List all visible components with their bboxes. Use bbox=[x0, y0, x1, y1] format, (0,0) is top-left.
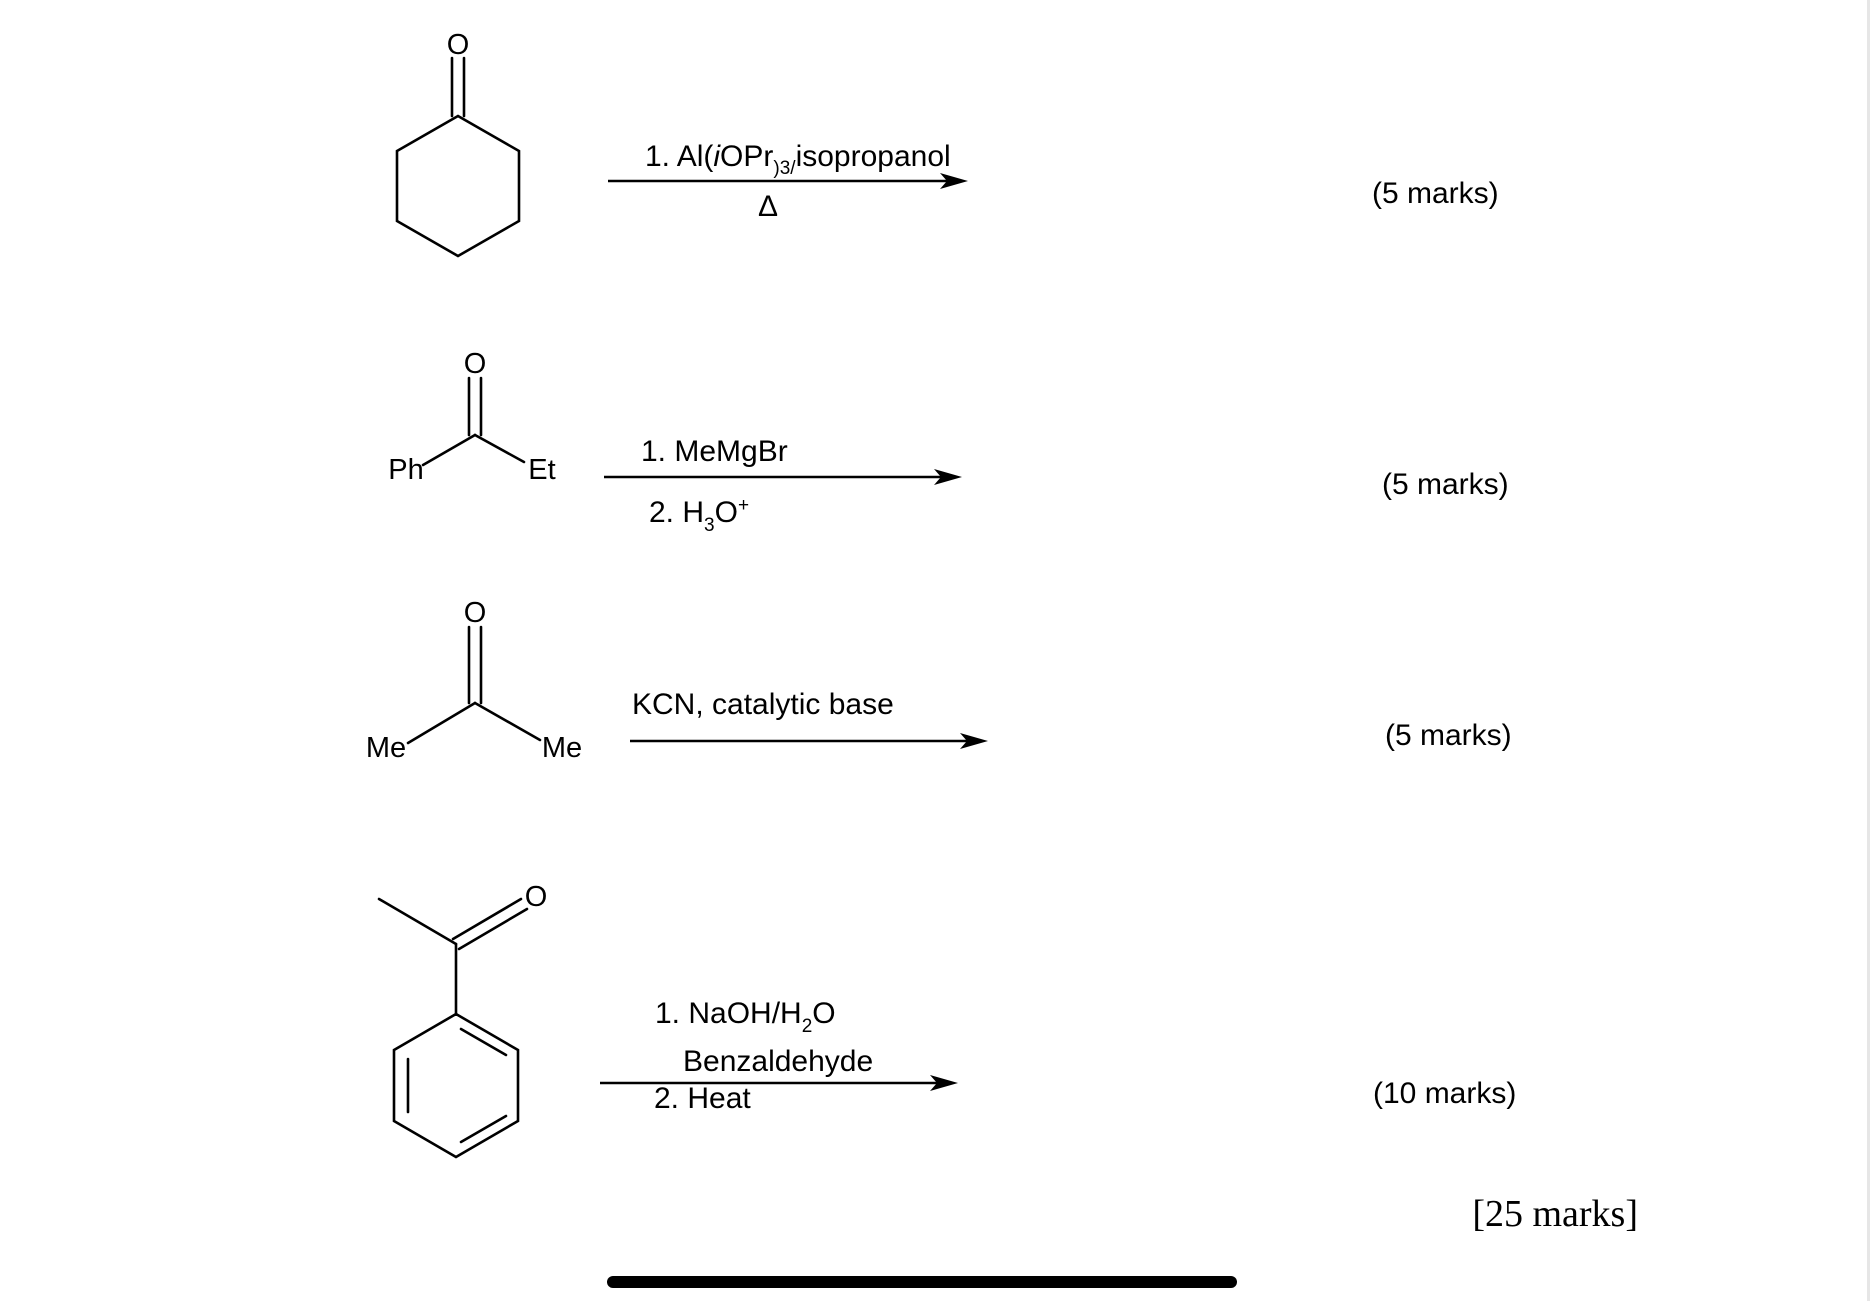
reagent-4-line-2: Benzaldehyde bbox=[683, 1045, 873, 1078]
bond-to-me-left bbox=[406, 701, 477, 745]
reaction-3-conditions: KCN, catalytic base bbox=[630, 688, 988, 749]
acetone-structure: O Me Me bbox=[366, 597, 582, 764]
benzene-inner-bond-1 bbox=[459, 1027, 508, 1057]
cyclohexanone-structure: O bbox=[395, 29, 521, 258]
marks-reaction-3: (5 marks) bbox=[1385, 719, 1512, 752]
carbonyl-bond-2 bbox=[457, 907, 529, 951]
reaction-4-conditions: 1. NaOH/H2O Benzaldehyde 2. Heat bbox=[600, 997, 958, 1115]
bond-to-et bbox=[473, 433, 526, 464]
marks-reaction-1: (5 marks) bbox=[1372, 177, 1499, 210]
marks-reaction-4: (10 marks) bbox=[1373, 1077, 1516, 1110]
benzene-ring bbox=[392, 1012, 520, 1159]
ethyl-label: Et bbox=[528, 454, 555, 486]
phenyl-label: Ph bbox=[388, 454, 423, 486]
propiophenone-structure: O Ph Et bbox=[388, 348, 555, 486]
oxygen-atom: O bbox=[525, 881, 548, 913]
arrowhead-icon bbox=[930, 1075, 958, 1091]
reagent-2-line-2: 2. H3O+ bbox=[649, 495, 749, 536]
oxygen-atom: O bbox=[447, 29, 470, 61]
reagent-1-line-1: 1. Al(iOPr)3/isopropanol bbox=[645, 140, 951, 179]
reagent-4-line-3: 2. Heat bbox=[654, 1082, 751, 1115]
home-indicator-bar[interactable] bbox=[607, 1276, 1237, 1288]
oxygen-atom: O bbox=[464, 348, 487, 380]
arrowhead-icon bbox=[940, 173, 968, 189]
total-marks: [25 marks] bbox=[1472, 1193, 1638, 1235]
cyclohexane-ring bbox=[395, 114, 521, 258]
marks-reaction-2: (5 marks) bbox=[1382, 468, 1509, 501]
bond-to-ph bbox=[421, 433, 477, 467]
heat-symbol: Δ bbox=[758, 190, 778, 223]
methyl-label-right: Me bbox=[542, 732, 582, 764]
acetophenone-structure: O bbox=[377, 881, 548, 1159]
oxygen-atom: O bbox=[464, 597, 487, 629]
benzene-inner-bond-2 bbox=[459, 1114, 508, 1144]
reaction-1-conditions: 1. Al(iOPr)3/isopropanol Δ bbox=[608, 140, 968, 223]
reagent-2-line-1: 1. MeMgBr bbox=[641, 435, 788, 468]
methyl-label-left: Me bbox=[366, 732, 406, 764]
reagent-4-line-1: 1. NaOH/H2O bbox=[655, 997, 836, 1037]
reaction-2-conditions: 1. MeMgBr 2. H3O+ bbox=[604, 435, 962, 536]
methyl-bond bbox=[377, 897, 458, 946]
carbonyl-bond-1 bbox=[451, 897, 523, 941]
arrowhead-icon bbox=[934, 469, 962, 485]
scrollbar-track[interactable] bbox=[1867, 0, 1870, 1301]
arrowhead-icon bbox=[960, 733, 988, 749]
bond-to-me-right bbox=[473, 701, 542, 742]
reagent-3-line-1: KCN, catalytic base bbox=[632, 688, 894, 721]
